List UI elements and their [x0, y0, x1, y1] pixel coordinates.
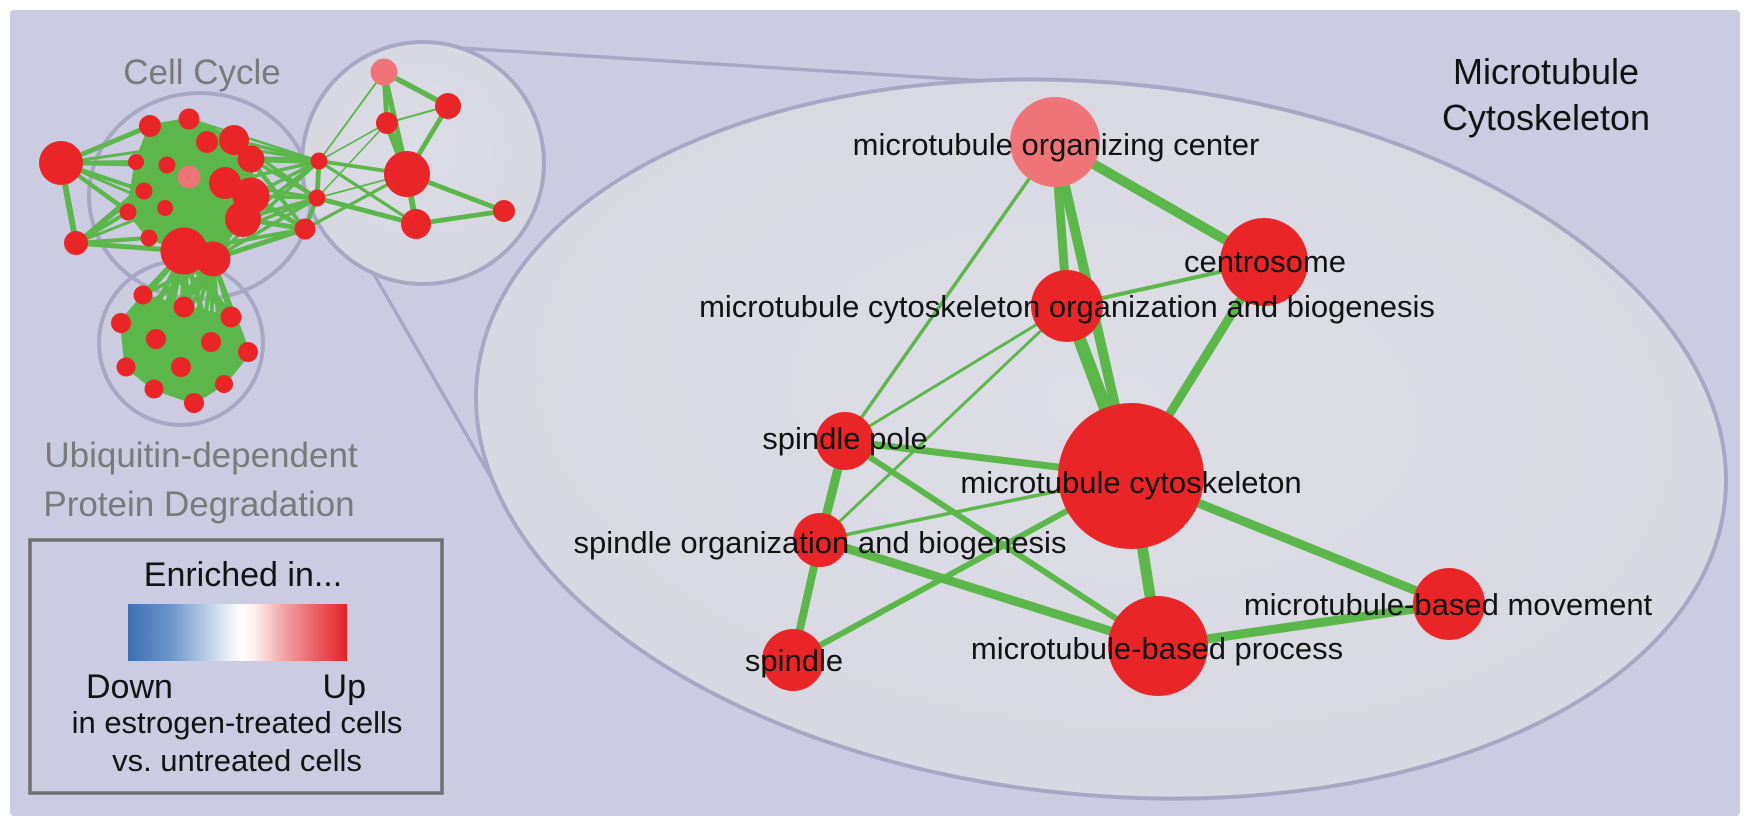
svg-text:spindle: spindle	[745, 643, 843, 678]
svg-text:Enriched in...: Enriched in...	[144, 556, 342, 594]
svg-text:microtubule cytoskeleton: microtubule cytoskeleton	[960, 465, 1301, 500]
svg-text:centrosome: centrosome	[1184, 244, 1346, 279]
svg-text:Cytoskeleton: Cytoskeleton	[1442, 97, 1650, 138]
svg-text:spindle pole: spindle pole	[762, 421, 927, 456]
svg-text:microtubule-based movement: microtubule-based movement	[1244, 587, 1653, 622]
svg-text:microtubule cytoskeleton organ: microtubule cytoskeleton organization an…	[699, 289, 1435, 324]
svg-text:microtubule organizing center: microtubule organizing center	[853, 127, 1260, 162]
svg-text:Protein Degradation: Protein Degradation	[43, 485, 354, 524]
svg-text:Ubiquitin-dependent: Ubiquitin-dependent	[44, 436, 358, 475]
svg-text:Up: Up	[323, 668, 366, 706]
svg-text:Down: Down	[86, 668, 173, 706]
svg-text:Microtubule: Microtubule	[1453, 51, 1639, 92]
svg-text:vs. untreated cells: vs. untreated cells	[112, 743, 362, 778]
svg-text:Cell Cycle: Cell Cycle	[123, 53, 281, 92]
svg-text:microtubule-based process: microtubule-based process	[971, 631, 1343, 666]
svg-text:in estrogen-treated cells: in estrogen-treated cells	[72, 705, 403, 740]
svg-text:spindle organization and bioge: spindle organization and biogenesis	[574, 525, 1067, 560]
